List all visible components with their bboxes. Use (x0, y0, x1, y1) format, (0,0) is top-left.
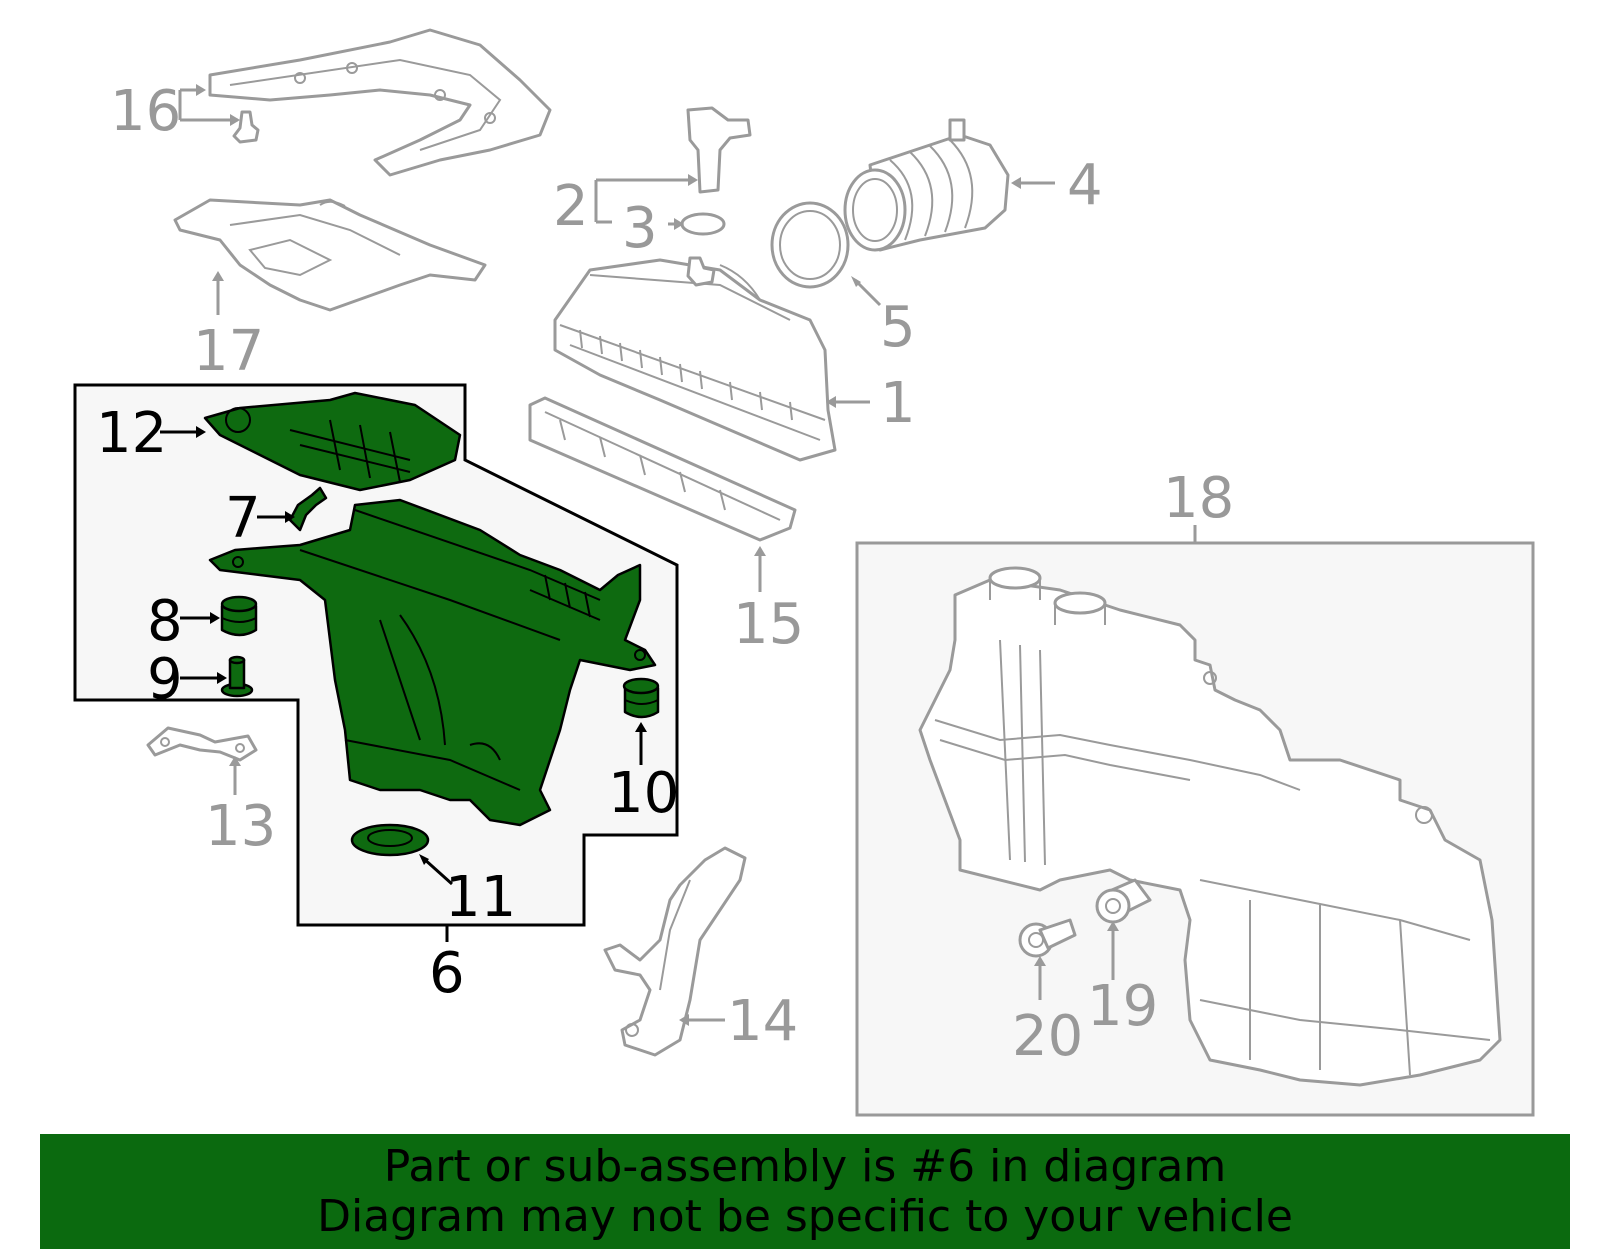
part-5-clamp-ring (770, 201, 850, 289)
part-11-seal[interactable] (350, 823, 430, 857)
callout-17: 17 (193, 319, 264, 384)
callout-4: 4 (1067, 153, 1103, 218)
callout-3: 3 (622, 196, 658, 261)
arrowheads-black (196, 426, 647, 865)
callout-9: 9 (147, 647, 183, 712)
callout-6: 6 (429, 941, 465, 1006)
banner-line-1: Part or sub-assembly is #6 in diagram (383, 1140, 1227, 1192)
leader-lines-gray (178, 88, 1197, 1022)
part-9-collar[interactable] (220, 655, 254, 698)
callout-5: 5 (880, 295, 916, 360)
part-3-o-ring (680, 212, 726, 236)
info-banner: Part or sub-assembly is #6 in diagram Di… (40, 1134, 1570, 1249)
part-1-upper-housing (553, 256, 837, 462)
callout-1: 1 (880, 371, 916, 436)
part-17-duct-cover (173, 198, 487, 312)
callout-18: 18 (1163, 466, 1234, 531)
part-13-bracket (146, 726, 258, 762)
part-7-clip[interactable] (288, 486, 328, 532)
callout-19: 19 (1087, 974, 1158, 1039)
callout-10: 10 (608, 761, 679, 826)
callout-20: 20 (1012, 1004, 1083, 1069)
callout-13: 13 (205, 794, 276, 859)
callout-16: 16 (110, 79, 181, 144)
banner-line-2: Diagram may not be specific to your vehi… (317, 1190, 1293, 1242)
part-2-sensor (686, 106, 752, 194)
callout-14: 14 (727, 989, 798, 1054)
callout-2: 2 (553, 174, 589, 239)
part-4-intake-tube (843, 118, 1010, 252)
callout-11: 11 (445, 865, 516, 930)
leader-lines-black (160, 430, 643, 942)
part-14-bracket (603, 846, 747, 1057)
part-8-grommet[interactable] (220, 595, 258, 637)
callout-7: 7 (225, 486, 261, 551)
part-18-assembly (918, 566, 1502, 1087)
callout-8: 8 (147, 589, 183, 654)
arrowheads-gray (196, 84, 1119, 1026)
part-10-grommet[interactable] (622, 677, 660, 719)
callout-15: 15 (733, 592, 804, 657)
part-15-filter (528, 396, 797, 542)
part-20-collar (1018, 918, 1077, 958)
callout-12: 12 (96, 401, 167, 466)
part-12-lid[interactable] (203, 391, 462, 492)
part-16-cover-bracket (208, 28, 552, 177)
part-6-lower-housing[interactable] (208, 498, 657, 827)
